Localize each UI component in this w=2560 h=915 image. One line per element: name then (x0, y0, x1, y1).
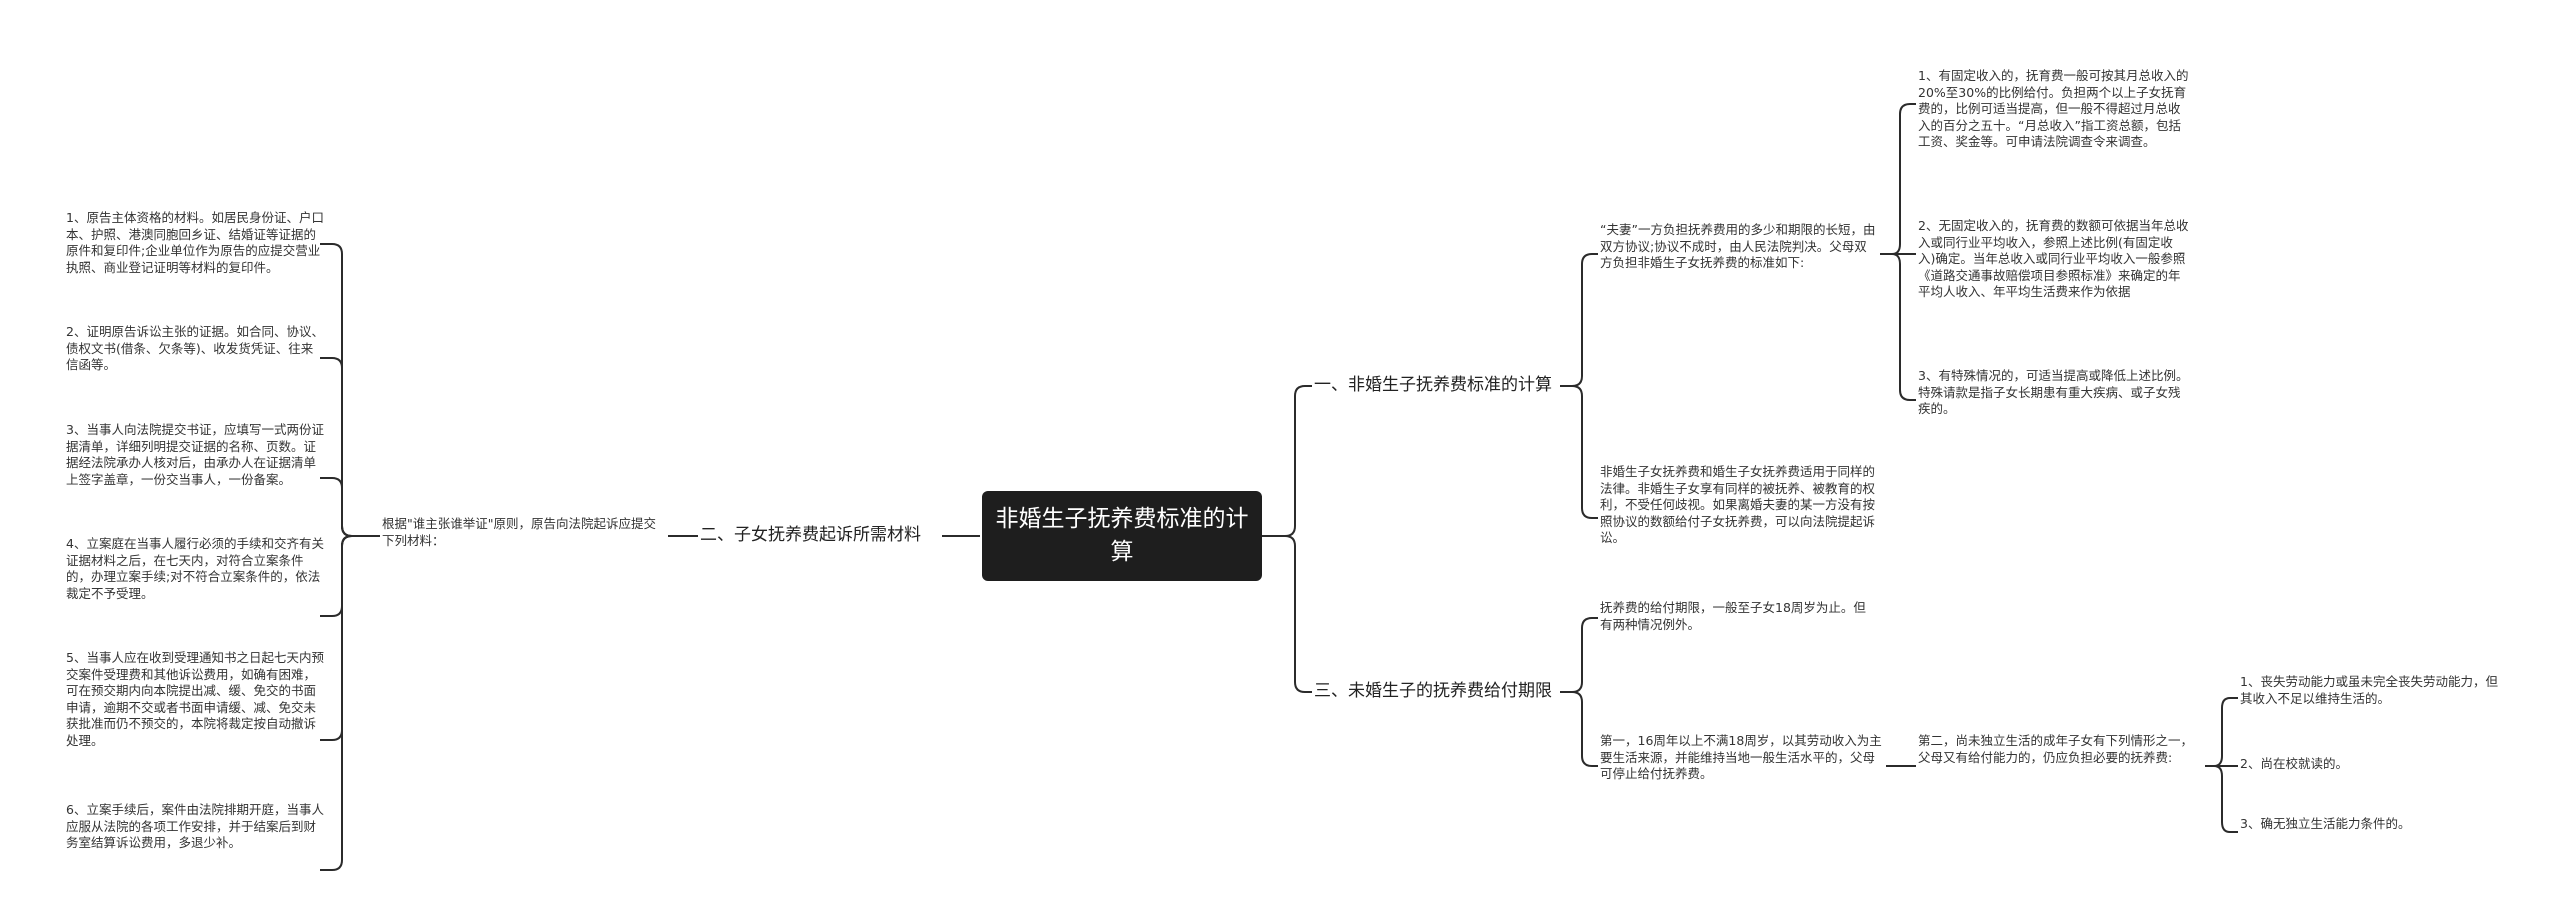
material-item-2[interactable]: 2、证明原告诉讼主张的证据。如合同、协议、债权文书(借条、欠条等)、收发货凭证、… (66, 324, 324, 373)
branch-payment-period[interactable]: 三、未婚生子的抚养费给付期限 (1314, 681, 1552, 701)
lawsuit-principle-note[interactable]: 根据"谁主张谁举证"原则，原告向法院起诉应提交下列材料： (382, 516, 656, 548)
material-item-6[interactable]: 6、立案手续后，案件由法院排期开庭，当事人应服从法院的各项工作安排，并于结案后到… (66, 802, 324, 851)
exception-condition-3[interactable]: 3、确无独立生活能力条件的。 (2240, 816, 2411, 831)
payment-period-note[interactable]: 抚养费的给付期限，一般至子女18周岁为止。但有两种情况例外。 (1600, 600, 1866, 632)
material-item-4[interactable]: 4、立案庭在当事人履行必须的手续和交齐有关证据材料之后，在七天内，对符合立案条件… (66, 536, 324, 601)
material-item-5[interactable]: 5、当事人应在收到受理通知书之日起七天内预交案件受理费和其他诉讼费用，如确有困难… (66, 650, 324, 748)
exception-condition-1[interactable]: 1、丧失劳动能力或虽未完全丧失劳动能力，但其收入不足以维持生活的。 (2240, 674, 2498, 706)
calculation-item-3[interactable]: 3、有特殊情况的，可适当提高或降低上述比例。特殊请款是指子女长期患有重大疾病、或… (1918, 368, 2189, 417)
root-title: 非婚生子抚养费标准的计算 (995, 506, 1249, 565)
calculation-item-1[interactable]: 1、有固定收入的，抚育费一般可按其月总收入的20%至30%的比例给付。负担两个以… (1918, 68, 2189, 150)
exception-second[interactable]: 第二，尚未独立生活的成年子女有下列情形之一，父母又有给付能力的，仍应负担必要的抚… (1918, 733, 2194, 765)
exception-first[interactable]: 第一，16周年以上不满18周岁，以其劳动收入为主要生活来源，并能维持当地一般生活… (1600, 733, 1882, 782)
calculation-item-2[interactable]: 2、无固定收入的，抚育费的数额可依据当年总收入或同行业平均收入，参照上述比例(有… (1918, 218, 2189, 300)
calculation-standard-note[interactable]: “夫妻”一方负担抚养费用的多少和期限的长短，由双方协议;协议不成时，由人民法院判… (1600, 222, 1876, 271)
root-topic[interactable]: 非婚生子抚养费标准的计算 (982, 491, 1262, 581)
branch-calculation-standard[interactable]: 一、非婚生子抚养费标准的计算 (1314, 375, 1552, 395)
material-item-3[interactable]: 3、当事人向法院提交书证，应填写一式两份证据清单，详细列明提交证据的名称、页数。… (66, 422, 324, 487)
equal-rights-note[interactable]: 非婚生子女抚养费和婚生子女抚养费适用于同样的法律。非婚生子女享有同样的被抚养、被… (1600, 464, 1876, 546)
branch-lawsuit-materials[interactable]: 二、子女抚养费起诉所需材料 (700, 525, 921, 545)
exception-condition-2[interactable]: 2、尚在校就读的。 (2240, 756, 2348, 771)
material-item-1[interactable]: 1、原告主体资格的材料。如居民身份证、户口本、护照、港澳同胞回乡证、结婚证等证据… (66, 210, 324, 275)
